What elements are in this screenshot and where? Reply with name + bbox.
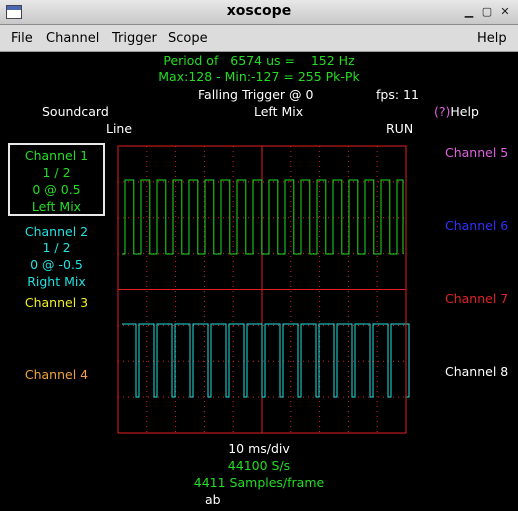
minimize-icon[interactable]: ▁ — [464, 5, 474, 18]
menu-help[interactable]: Help — [477, 31, 507, 46]
source-label: Soundcard — [42, 104, 109, 119]
selected-channel-box[interactable] — [8, 143, 105, 216]
help-key: (?) — [434, 104, 451, 119]
ch2-position: 0 @ -0.5 — [30, 257, 83, 272]
ch1-source: Left Mix — [31, 199, 82, 214]
menu-file[interactable]: File — [11, 31, 33, 46]
ch1-trace — [122, 179, 404, 255]
ch6-name[interactable]: Channel 6 — [445, 218, 509, 233]
fps-readout: fps: 11 — [376, 87, 419, 102]
close-icon[interactable]: ✕ — [500, 5, 510, 18]
timebase-div[interactable]: 10 ms/div — [228, 441, 290, 456]
help-text: Help — [450, 104, 479, 119]
ch4-name[interactable]: Channel 4 — [24, 367, 89, 382]
ch1-scale: 1 / 2 — [42, 165, 71, 180]
minmax-readout: Max:128 - Min:-127 = 255 Pk-Pk — [158, 69, 360, 84]
menu-scope[interactable]: Scope — [168, 31, 208, 46]
ch2-trace — [122, 323, 410, 398]
ch7-name[interactable]: Channel 7 — [445, 291, 509, 306]
menu-trigger[interactable]: Trigger — [112, 31, 157, 46]
maximize-icon[interactable]: ▢ — [481, 5, 493, 18]
ch2-source: Right Mix — [27, 274, 86, 289]
title-bar: xoscope ▁ ▢ ✕ — [0, 0, 518, 25]
sample-rate: 44100 S/s — [227, 458, 291, 473]
trigger-readout[interactable]: Falling Trigger @ 0 — [198, 87, 314, 102]
ch1-name[interactable]: Channel 1 — [24, 148, 89, 163]
ch1-position: 0 @ 0.5 — [32, 182, 81, 197]
period-readout: Period of 6574 us = 152 Hz — [163, 53, 355, 68]
samples-per-frame: 4411 Samples/frame — [193, 475, 325, 490]
ch5-name[interactable]: Channel 5 — [445, 145, 509, 160]
ch2-name[interactable]: Channel 2 — [24, 224, 89, 239]
menu-channel[interactable]: Channel — [46, 31, 100, 46]
window-menu-icon[interactable] — [6, 5, 22, 19]
status-extra: ab — [205, 492, 221, 507]
scope-frame — [117, 145, 407, 434]
ch3-name[interactable]: Channel 3 — [24, 295, 89, 310]
menu-bar: File Channel Trigger Scope Help — [0, 25, 518, 52]
window-title: xoscope — [226, 3, 292, 19]
mix-label: Left Mix — [254, 104, 304, 119]
run-status[interactable]: RUN — [386, 121, 414, 136]
line-label: Line — [106, 121, 133, 136]
ch8-name[interactable]: Channel 8 — [445, 364, 509, 379]
ch2-scale: 1 / 2 — [42, 240, 71, 255]
help-hint[interactable]: (?)Help — [434, 104, 479, 120]
